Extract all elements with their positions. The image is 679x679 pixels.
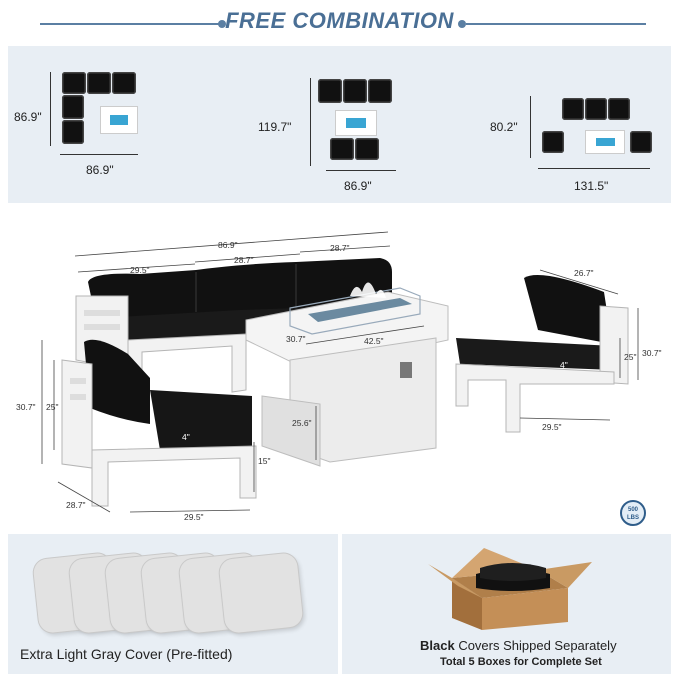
- dim-table-width: 42.5": [364, 336, 384, 346]
- combo-parallel: [313, 66, 413, 176]
- cushion: [62, 72, 86, 94]
- combo1-width: 86.9": [86, 163, 114, 177]
- black-cover-caption-rest: Covers Shipped Separately: [454, 638, 617, 653]
- header-line-left: [40, 23, 220, 25]
- header-line-right: [466, 23, 646, 25]
- combo3-width: 131.5": [574, 179, 609, 193]
- combo2-height: 119.7": [258, 120, 292, 134]
- cushion: [630, 131, 652, 153]
- dim-line: [530, 96, 531, 158]
- header-dot-left: [218, 20, 226, 28]
- dim-table-depth: 30.7": [286, 334, 306, 344]
- dim-left-depth: 28.7": [66, 500, 86, 510]
- dim-sofa-mid: 28.7": [234, 255, 254, 265]
- gray-cover-panel: Extra Light Gray Cover (Pre-fitted): [8, 534, 338, 674]
- dim-line: [538, 168, 650, 169]
- badge-weight: 500: [627, 507, 638, 513]
- dim-sofa-cushion: 4": [196, 350, 204, 360]
- dim-table-height: 25.6": [292, 418, 312, 428]
- dim-left-seat: 25": [46, 402, 59, 412]
- section-header: FREE COMBINATION: [0, 6, 679, 40]
- black-cover-panel: Black Covers Shipped Separately Total 5 …: [342, 534, 671, 674]
- combo1-height: 86.9": [14, 110, 42, 124]
- dim-chair-cushion: 4": [560, 360, 568, 370]
- black-cover-caption-line2: Total 5 Boxes for Complete Set: [440, 656, 602, 668]
- cushion: [585, 98, 607, 120]
- page-title: FREE COMBINATION: [225, 8, 454, 33]
- cushion: [542, 131, 564, 153]
- dim-chair-height: 30.7": [642, 348, 662, 358]
- combo3-height: 80.2": [490, 120, 518, 134]
- fire-table-icon: [585, 130, 625, 154]
- dim-left-width: 29.5": [184, 512, 204, 522]
- badge-unit: LBS: [627, 515, 639, 521]
- cushion: [562, 98, 584, 120]
- furniture-svg: [41, 231, 639, 513]
- dim-left-height: 30.7": [16, 402, 36, 412]
- cushion: [112, 72, 136, 94]
- dim-chair-left-cushion: 4": [182, 432, 190, 442]
- black-cover-caption-bold: Black: [420, 638, 455, 653]
- gray-cover-caption: Extra Light Gray Cover (Pre-fitted): [20, 646, 233, 662]
- cushion: [318, 79, 342, 103]
- dim-sofa-total: 86.9": [218, 240, 238, 250]
- dim-sofa-right: 28.7": [330, 243, 350, 253]
- dim-chair-depth: 26.7": [574, 268, 594, 278]
- cushion: [62, 95, 84, 119]
- furniture-illustration: 86.9" 29.5" 28.7" 28.7" 26.7" 30.7" 25" …: [0, 210, 679, 530]
- combo-l-shape: [48, 66, 158, 176]
- gray-cover-image: [218, 552, 304, 634]
- dim-chair-width: 29.5": [542, 422, 562, 432]
- combo2-width: 86.9": [344, 179, 372, 193]
- dim-line: [326, 170, 396, 171]
- dim-line: [50, 72, 51, 146]
- header-dot-right: [458, 20, 466, 28]
- cushion: [343, 79, 367, 103]
- fire-table-icon: [335, 110, 377, 136]
- dim-chair-seat: 25": [624, 352, 637, 362]
- combination-panel: 86.9" 86.9" 119.7" 86.9" 80.2" 131.5": [8, 46, 671, 203]
- dim-line: [310, 78, 311, 166]
- cushion: [368, 79, 392, 103]
- cushion: [87, 72, 111, 94]
- dim-sofa-left: 29.5": [130, 265, 150, 275]
- cushion: [62, 120, 84, 144]
- weight-capacity-badge: 500 LBS: [620, 500, 646, 526]
- cushion: [608, 98, 630, 120]
- cushion: [330, 138, 354, 160]
- cushion: [355, 138, 379, 160]
- fire-table-icon: [100, 106, 138, 134]
- dim-line: [60, 154, 138, 155]
- black-cover-caption: Black Covers Shipped Separately: [420, 638, 617, 653]
- shipping-box-image: [428, 548, 592, 630]
- combo-u-shape: [533, 86, 663, 166]
- dim-seat-clearance: 15": [258, 456, 271, 466]
